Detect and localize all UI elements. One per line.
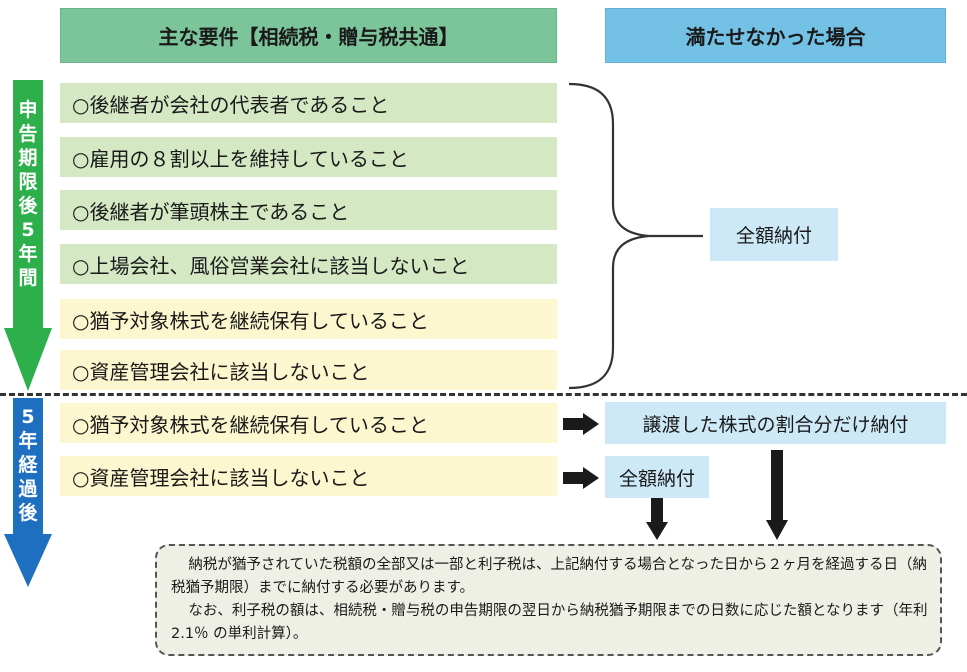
payment-note: 納税が猶予されていた税額の全部又は一部と利子税は、上記納付する場合となった日から… [155, 544, 942, 656]
down-arrow-icon [646, 498, 668, 540]
period2-label-char: 年 [18, 430, 38, 452]
period1-label-char: 5 [21, 219, 35, 241]
period1-label: 申 告 期 限 後 5 年 間 [16, 98, 40, 290]
right-arrow-icon [563, 467, 599, 489]
down-arrow-icon [766, 450, 788, 540]
period1-outcome-box: 全額納付 [710, 208, 838, 261]
requirement-row: ○猶予対象株式を継続保有していること [60, 403, 557, 443]
requirement-row: ○後継者が筆頭株主であること [60, 190, 557, 230]
period1-label-char: 後 [18, 195, 38, 217]
requirement-row: ○資産管理会社に該当しないこと [60, 456, 557, 496]
unmet-header: 満たせなかった場合 [605, 8, 946, 63]
period-divider [0, 393, 967, 396]
curly-brace [568, 82, 703, 390]
period2-label-char: 過 [18, 478, 38, 500]
requirements-header: 主な要件【相続税・贈与税共通】 [60, 8, 557, 63]
period1-down-arrow [4, 80, 52, 391]
period2-down-arrow [4, 398, 52, 587]
period1-label-char: 年 [18, 243, 38, 265]
period1-label-char: 限 [18, 171, 38, 193]
period1-label-char: 間 [18, 267, 38, 289]
requirement-row: ○資産管理会社に該当しないこと [60, 350, 557, 390]
note-paragraph: なお、利子税の額は、相続税・贈与税の申告期限の翌日から納税猶予期限までの日数に応… [171, 603, 928, 642]
period2-label-char: 経 [18, 454, 38, 476]
period2-full-payment-box: 全額納付 [605, 456, 709, 498]
period2-label-char: 5 [21, 406, 35, 428]
partial-payment-box: 譲渡した株式の割合分だけ納付 [605, 402, 946, 444]
period2-label: 5 年 経 過 後 [16, 405, 40, 525]
period1-label-char: 申 [18, 99, 38, 121]
requirement-row: ○猶予対象株式を継続保有していること [60, 299, 557, 339]
period2-label-char: 後 [18, 502, 38, 524]
period1-label-char: 告 [18, 123, 38, 145]
requirement-row: ○後継者が会社の代表者であること [60, 83, 557, 123]
requirement-row: ○雇用の８割以上を維持していること [60, 137, 557, 177]
period1-label-char: 期 [18, 147, 38, 169]
note-paragraph: 納税が猶予されていた税額の全部又は一部と利子税は、上記納付する場合となった日から… [171, 557, 928, 596]
right-arrow-icon [563, 413, 599, 435]
requirement-row: ○上場会社、風俗営業会社に該当しないこと [60, 244, 557, 284]
